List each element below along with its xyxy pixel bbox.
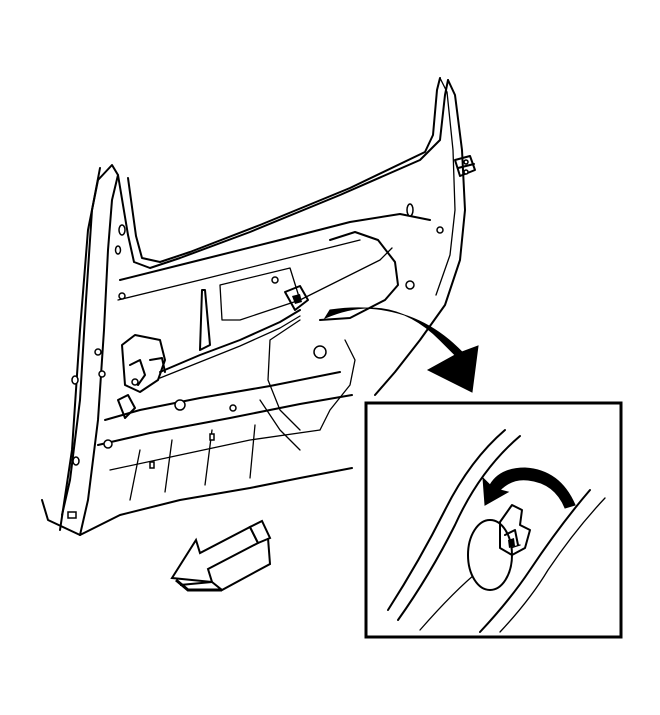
door-frame — [41, 77, 476, 536]
forward-direction-arrow — [170, 519, 272, 592]
rotation-arrow — [323, 307, 479, 393]
detail-inset — [364, 401, 623, 639]
